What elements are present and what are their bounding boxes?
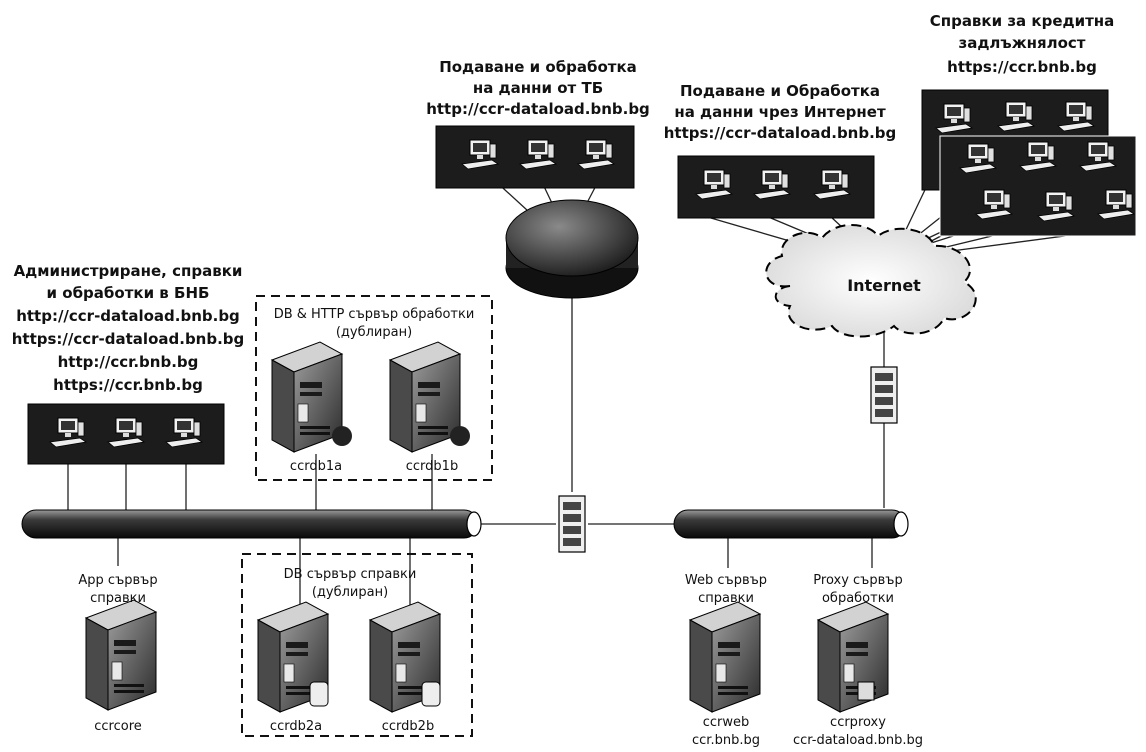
server-labels: ccrdb1a ccrdb1b App сървър справки ccrco… (78, 459, 923, 748)
bnb-admin-url-4: https://ccr.bnb.bg (53, 376, 203, 394)
db-reports-cluster-title: DB сървър справки (284, 567, 417, 582)
bnb-admin-workstations (27, 403, 225, 465)
ccrweb-role-1: Web сървър (685, 573, 767, 588)
ccrcore-role-1: App сървър (78, 573, 157, 588)
tb-group-subtitle: на данни от ТБ (473, 79, 603, 97)
bnb-admin-url-1: http://ccr-dataload.bnb.bg (16, 307, 240, 325)
bnb-admin-url-3: http://ccr.bnb.bg (58, 353, 199, 371)
ccrproxy-label: ccrproxy (830, 715, 886, 730)
tb-group-label: Подаване и обработка на данни от ТБ http… (426, 58, 650, 118)
db-http-cluster-title: DB & HTTP сървър обработки (274, 307, 475, 322)
tb-group-url: http://ccr-dataload.bnb.bg (426, 100, 650, 118)
server-ccrdb1a (271, 341, 352, 453)
internet-submit-workstations (677, 155, 875, 219)
credit-reports-subtitle: задлъжнялост (958, 34, 1085, 52)
credit-reports-label: Справки за кредитна задлъжнялост https:/… (930, 12, 1115, 76)
ccrdb1a-label: ccrdb1a (290, 459, 342, 474)
lan-bus-right (673, 509, 909, 539)
credit-reports-title: Справки за кредитна (930, 12, 1115, 30)
ccrweb-label: ccrweb (703, 715, 750, 730)
db-http-cluster-label: DB & HTTP сървър обработки (дублиран) (274, 307, 475, 340)
tb-workstations (435, 125, 635, 189)
db-reports-cluster-note: (дублиран) (312, 585, 388, 600)
db-http-cluster-note: (дублиран) (336, 325, 412, 340)
internet-submit-url: https://ccr-dataload.bnb.bg (664, 124, 897, 142)
ccrproxy-role-2: обработки (822, 591, 894, 606)
bnb-admin-subtitle: и обработки в БНБ (47, 284, 210, 302)
credit-report-workstations (921, 89, 1137, 237)
internet-cloud: Internet (765, 224, 977, 338)
server-ccrdb2b (369, 601, 441, 713)
db-reports-cluster-box (241, 553, 473, 737)
server-ccrdb2a (257, 601, 329, 713)
internet-submit-title: Подаване и Обработка (680, 82, 880, 100)
ccrproxy-role-1: Proxy сървър (813, 573, 902, 588)
server-ccrweb (689, 601, 761, 713)
firewall-proxy (870, 366, 898, 424)
ccrdb1b-label: ccrdb1b (406, 459, 458, 474)
ccrcore-label: ccrcore (94, 719, 142, 734)
server-ccrproxy (817, 601, 889, 713)
router-hub (505, 199, 639, 299)
internet-label: Internet (847, 276, 921, 295)
bnb-admin-url-2: https://ccr-dataload.bnb.bg (12, 330, 245, 348)
server-ccrcore (85, 599, 157, 711)
bnb-admin-label: Администриране, справки и обработки в БН… (12, 262, 245, 394)
ccrweb-role-2: справки (698, 591, 754, 606)
ccrdb2a-label: ccrdb2a (270, 719, 322, 734)
lan-bus-left (21, 509, 482, 539)
internet-submit-label: Подаване и Обработка на данни чрез Интер… (664, 82, 897, 142)
ccrweb-host: ccr.bnb.bg (692, 733, 760, 748)
firewall-center (558, 495, 586, 553)
ccrproxy-host: ccr-dataload.bnb.bg (793, 733, 923, 748)
credit-reports-url: https://ccr.bnb.bg (947, 58, 1097, 76)
bnb-admin-title: Администриране, справки (14, 262, 243, 280)
server-ccrdb1b (389, 341, 470, 453)
internet-submit-subtitle: на данни чрез Интернет (674, 103, 886, 121)
db-reports-cluster-label: DB сървър справки (дублиран) (284, 567, 417, 600)
tb-group-title: Подаване и обработка (439, 58, 637, 76)
ccrcore-role-2: справки (90, 591, 146, 606)
ccrdb2b-label: ccrdb2b (382, 719, 434, 734)
